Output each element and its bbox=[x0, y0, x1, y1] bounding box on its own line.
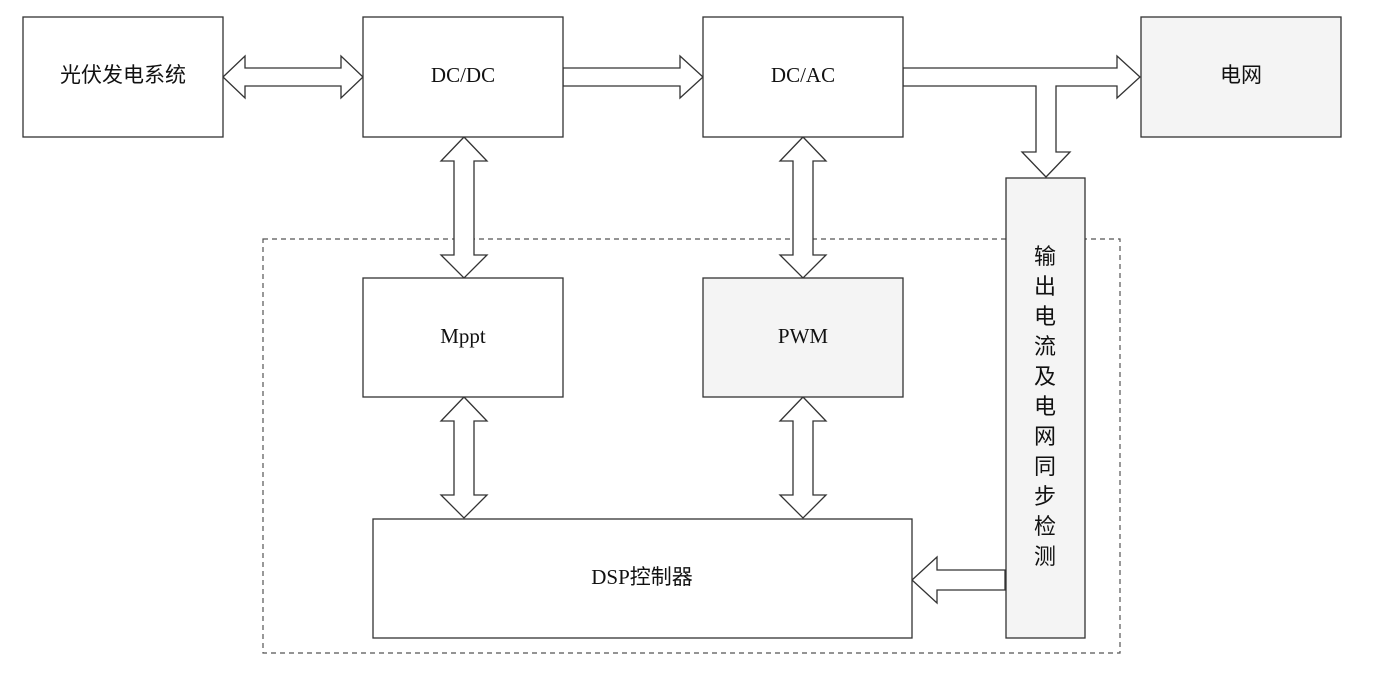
detect-char: 检 bbox=[1034, 515, 1056, 540]
arrow-dcdc-mppt bbox=[439, 136, 489, 279]
node-pv-system: 光伏发电系统 bbox=[22, 16, 224, 138]
detect-char: 流 bbox=[1034, 335, 1056, 360]
node-dcdc-label: DC/DC bbox=[431, 63, 495, 87]
detect-char: 步 bbox=[1034, 485, 1056, 510]
node-dsp-controller: DSP控制器 bbox=[372, 518, 913, 639]
node-dcac-label: DC/AC bbox=[771, 63, 835, 87]
arrow-mppt-dsp bbox=[439, 396, 489, 519]
detect-char: 电 bbox=[1034, 305, 1056, 330]
detect-char: 出 bbox=[1034, 275, 1056, 300]
detect-char: 及 bbox=[1034, 365, 1056, 390]
node-detection: 输 出 电 流 及 电 网 同 步 检 测 bbox=[1005, 177, 1086, 639]
node-pv-label: 光伏发电系统 bbox=[60, 63, 186, 87]
detect-char: 网 bbox=[1034, 425, 1056, 450]
node-dcac: DC/AC bbox=[702, 16, 904, 138]
node-mppt: Mppt bbox=[362, 277, 564, 398]
node-mppt-label: Mppt bbox=[440, 324, 486, 348]
arrow-pwm-dsp bbox=[778, 396, 828, 519]
arrow-dcac-pwm bbox=[778, 136, 828, 279]
control-group-boundary bbox=[262, 238, 1121, 654]
arrow-dcac-grid-branch bbox=[902, 54, 1141, 178]
node-pwm-label: PWM bbox=[778, 324, 829, 348]
node-grid-label: 电网 bbox=[1220, 63, 1262, 87]
arrow-dcdc-dcac bbox=[562, 54, 704, 100]
detect-char: 输 bbox=[1034, 245, 1056, 270]
arrow-pv-dcdc bbox=[222, 54, 364, 100]
node-grid: 电网 bbox=[1140, 16, 1342, 138]
node-pwm: PWM bbox=[702, 277, 904, 398]
arrow-detect-dsp bbox=[911, 555, 1006, 605]
node-dsp-label: DSP控制器 bbox=[591, 565, 693, 589]
node-dcdc: DC/DC bbox=[362, 16, 564, 138]
detect-char: 同 bbox=[1034, 455, 1056, 480]
node-detection-label: 输 出 电 流 及 电 网 同 步 检 测 bbox=[1034, 245, 1056, 570]
detect-char: 电 bbox=[1034, 395, 1056, 420]
detect-char: 测 bbox=[1034, 545, 1056, 570]
